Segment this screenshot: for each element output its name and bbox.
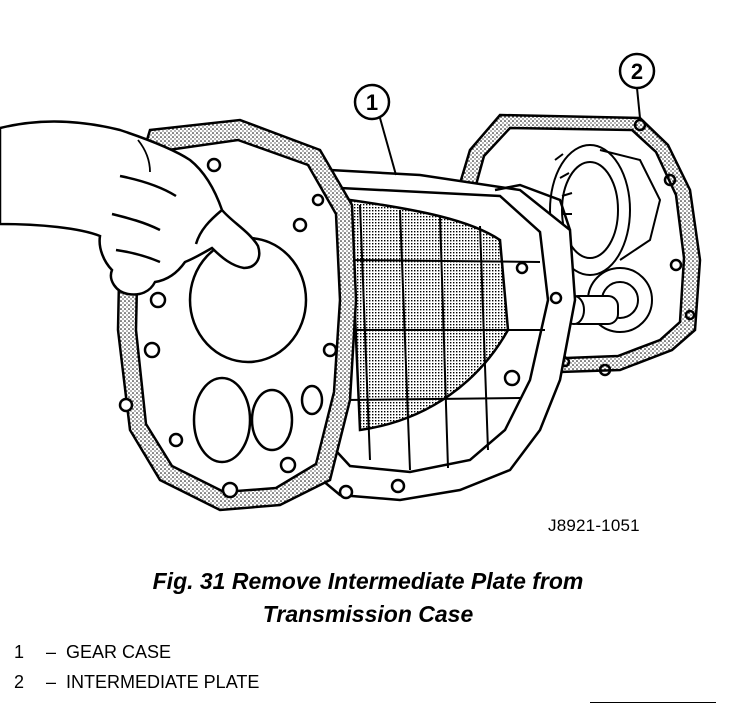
- callout-1-number: 1: [366, 90, 378, 115]
- legend-dash: –: [45, 672, 56, 692]
- callout-1: 1: [353, 83, 397, 176]
- legend-label: GEAR CASE: [66, 642, 172, 662]
- legend-dash: –: [45, 642, 56, 662]
- callout-2-leader: [636, 87, 641, 119]
- footer-rule: [590, 702, 716, 703]
- legend-item-gear-case: 1–GEAR CASE: [14, 642, 171, 663]
- figure-id: J8921-1051: [548, 516, 640, 535]
- callout-2-number: 2: [631, 59, 643, 84]
- figure-caption-line-1: Fig. 31 Remove Intermediate Plate from: [152, 568, 584, 594]
- legend-number: 1: [14, 642, 25, 662]
- legend-label: INTERMEDIATE PLATE: [66, 672, 260, 692]
- gear-case: [298, 168, 577, 502]
- transmission-illustration: 1 2: [0, 52, 702, 512]
- figure-caption-line-2: Transmission Case: [262, 601, 474, 627]
- callout-2: 2: [618, 52, 656, 119]
- gear-cluster: [549, 144, 662, 333]
- legend-number: 2: [14, 672, 25, 692]
- legend-item-intermediate-plate: 2–INTERMEDIATE PLATE: [14, 672, 259, 693]
- callout-1-leader: [379, 117, 397, 176]
- callout-1-circle: [353, 83, 391, 121]
- hand: [0, 120, 261, 296]
